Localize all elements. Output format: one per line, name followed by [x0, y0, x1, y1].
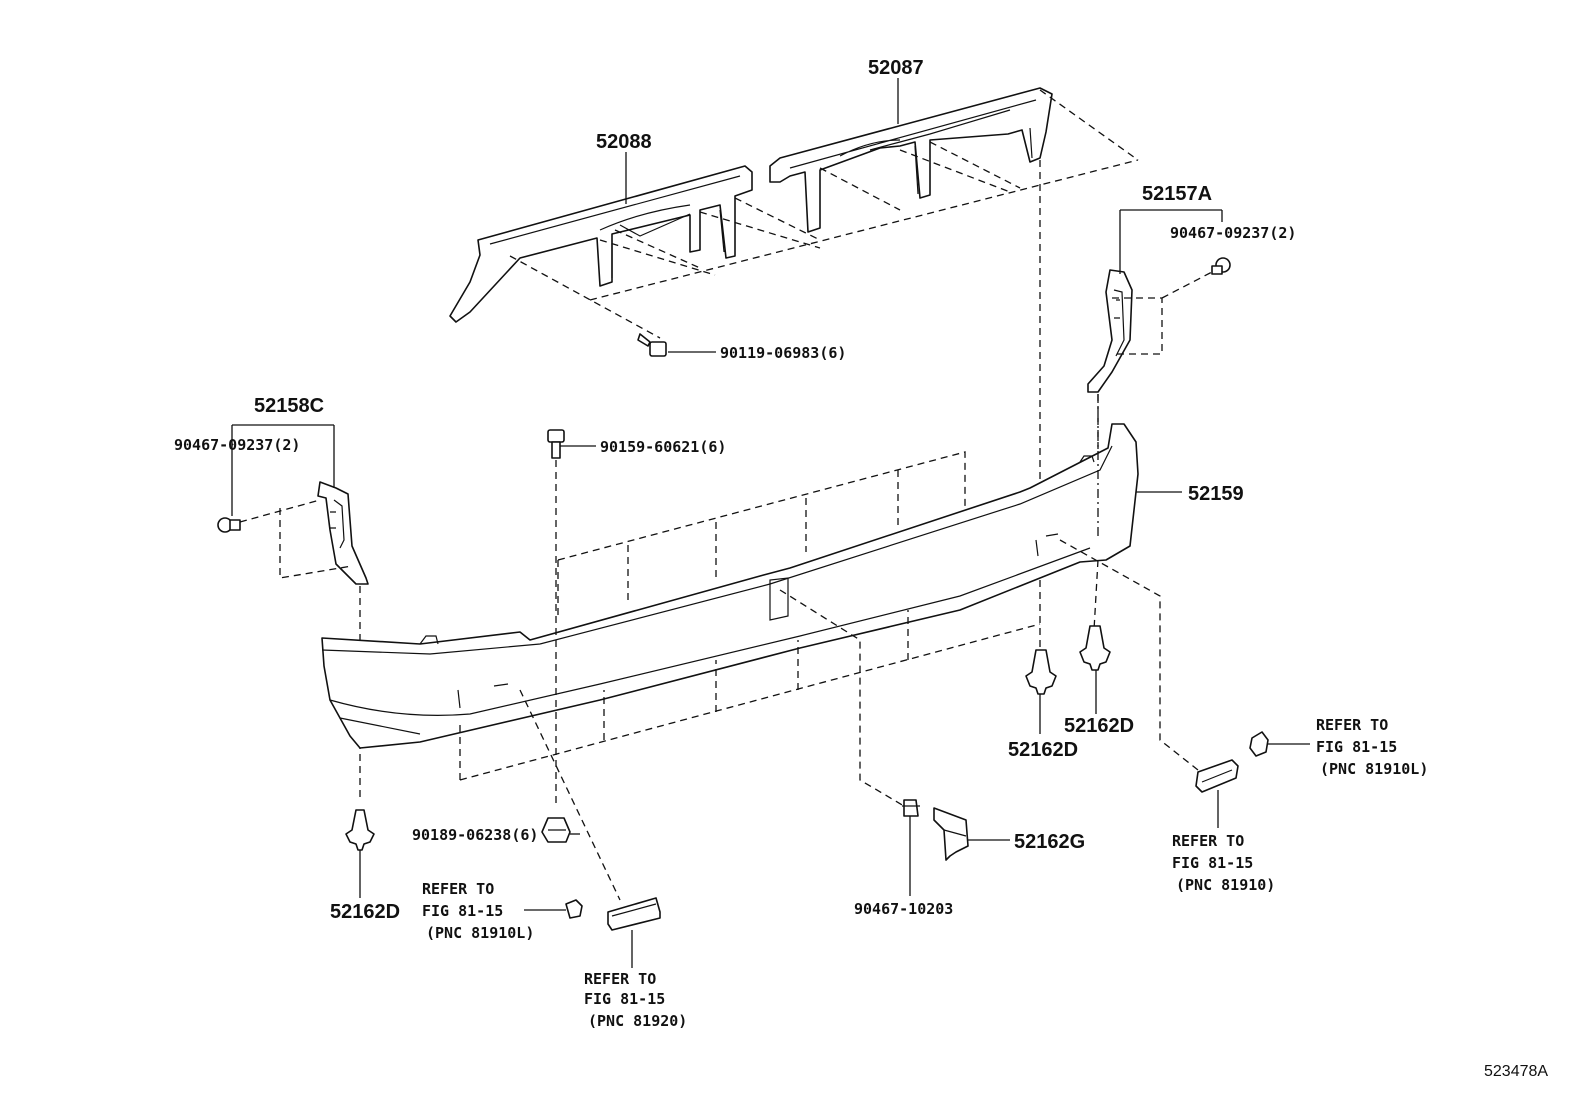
- callout-clip-bottom: 90467-10203: [854, 900, 953, 918]
- bumper-cover-part[interactable]: [321, 423, 1139, 749]
- reference-right-lower-line2: FIG 81-15: [1172, 854, 1253, 872]
- reference-left-line3: (PNC 81910L): [426, 924, 534, 942]
- callout-52158c: 52158C: [254, 395, 324, 417]
- socket-left-part[interactable]: [565, 899, 583, 919]
- reflector-left-part[interactable]: [607, 897, 661, 931]
- bolt-reinforcement-part[interactable]: [637, 333, 667, 357]
- callout-clip-left: 90467-09237(2): [174, 436, 300, 454]
- callout-retainer-bottom-left: 52162D: [330, 901, 400, 923]
- reference-right-upper-line1: REFER TO: [1316, 716, 1388, 734]
- bracket-part[interactable]: [933, 807, 969, 861]
- nut-clip-part[interactable]: [541, 817, 571, 843]
- reference-right-lower: REFER TO FIG 81-15 (PNC 81910): [1172, 832, 1275, 894]
- reference-left-line2: FIG 81-15: [422, 902, 503, 920]
- retainer-mid-part[interactable]: [1025, 649, 1057, 695]
- reference-bottom: REFER TO FIG 81-15 (PNC 81920): [584, 970, 687, 1030]
- support-right-part[interactable]: [1087, 269, 1133, 393]
- callout-52159: 52159: [1188, 483, 1244, 505]
- reference-right-upper-line2: FIG 81-15: [1316, 738, 1397, 756]
- reference-bottom-line3: (PNC 81920): [588, 1012, 687, 1030]
- callout-52157a: 52157A: [1142, 183, 1212, 205]
- callout-52087: 52087: [868, 57, 924, 79]
- socket-right-part[interactable]: [1249, 731, 1269, 757]
- callout-bolt-reinforcement: 90119-06983(6): [720, 344, 846, 362]
- retainer-right-part[interactable]: [1079, 625, 1111, 671]
- bolt-bumper-part[interactable]: [547, 429, 565, 459]
- reference-bottom-line2: FIG 81-15: [584, 990, 665, 1008]
- reference-right-lower-line1: REFER TO: [1172, 832, 1244, 850]
- callout-bolt-bumper: 90159-60621(6): [600, 438, 726, 456]
- reflector-right-part[interactable]: [1195, 759, 1239, 793]
- reference-bottom-line1: REFER TO: [584, 970, 656, 988]
- clip-bottom-part[interactable]: [902, 799, 920, 817]
- callout-52088: 52088: [596, 131, 652, 153]
- reference-right-lower-line3: (PNC 81910): [1176, 876, 1275, 894]
- reference-right-upper-line3: (PNC 81910L): [1320, 760, 1428, 778]
- reinforcement-left-part[interactable]: [449, 165, 753, 323]
- reference-left-line1: REFER TO: [422, 880, 494, 898]
- callout-nut-clip: 90189-06238(6): [412, 826, 538, 844]
- retainer-bottom-left-part[interactable]: [345, 809, 375, 851]
- callout-retainer-mid: 52162D: [1008, 739, 1078, 761]
- clip-right-part[interactable]: [1211, 257, 1231, 275]
- diagram-id: 523478A: [1484, 1063, 1548, 1080]
- callout-clip-right: 90467-09237(2): [1170, 224, 1296, 242]
- clip-left-part[interactable]: [217, 517, 241, 533]
- reinforcement-center-part[interactable]: [769, 87, 1053, 233]
- reference-left: REFER TO FIG 81-15 (PNC 81910L): [422, 880, 534, 942]
- callout-retainer-right: 52162D: [1064, 715, 1134, 737]
- support-left-part[interactable]: [317, 481, 369, 585]
- callout-bracket: 52162G: [1014, 831, 1085, 853]
- reference-right-upper: REFER TO FIG 81-15 (PNC 81910L): [1316, 716, 1428, 778]
